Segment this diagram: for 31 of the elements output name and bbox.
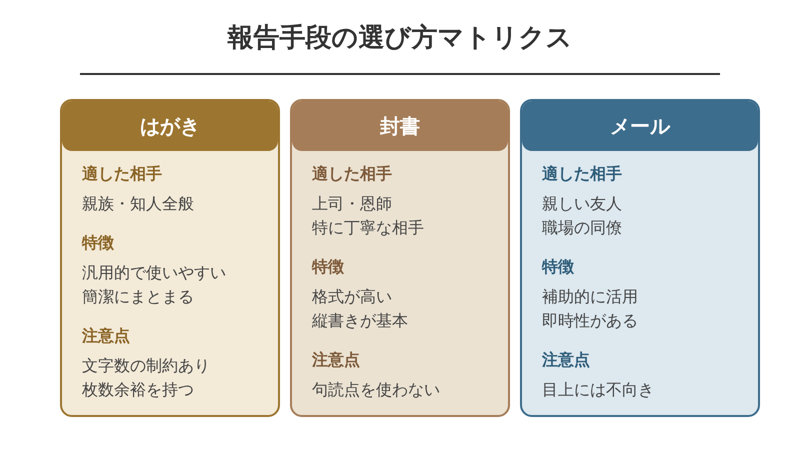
card-header: はがき — [62, 101, 278, 151]
page-title: 報告手段の選び方マトリクス — [226, 22, 574, 55]
list-item: 職場の同僚 — [542, 217, 622, 239]
list-item: 目上には不向き — [542, 379, 654, 401]
section-heading: 特徴 — [82, 232, 114, 254]
list-item: 補助的に活用 — [542, 286, 638, 308]
list-item: 枚数余裕を持つ — [82, 379, 194, 401]
list-item: 汎用的で使いやすい — [82, 262, 226, 284]
section-heading: 特徴 — [312, 256, 344, 278]
list-item: 文字数の制約あり — [82, 355, 210, 377]
section-heading: 適した相手 — [312, 163, 392, 185]
card — [520, 99, 760, 417]
section-heading: 注意点 — [82, 325, 130, 347]
card-header: 封書 — [292, 101, 508, 151]
card-header: メール — [522, 101, 758, 151]
section-heading: 特徴 — [542, 256, 574, 278]
card — [290, 99, 510, 417]
section-heading: 適した相手 — [542, 163, 622, 185]
section-heading: 適した相手 — [82, 163, 162, 185]
list-item: 上司・恩師 — [312, 193, 392, 215]
list-item: 簡潔にまとまる — [82, 286, 194, 308]
card — [60, 99, 280, 417]
list-item: 縦書きが基本 — [312, 310, 408, 332]
list-item: 格式が高い — [312, 286, 392, 308]
list-item: 親族・知人全般 — [82, 193, 194, 215]
list-item: 親しい友人 — [542, 193, 622, 215]
list-item: 特に丁寧な相手 — [312, 217, 424, 239]
list-item: 即時性がある — [542, 310, 638, 332]
list-item: 句読点を使わない — [312, 379, 440, 401]
section-heading: 注意点 — [542, 349, 590, 371]
section-heading: 注意点 — [312, 349, 360, 371]
